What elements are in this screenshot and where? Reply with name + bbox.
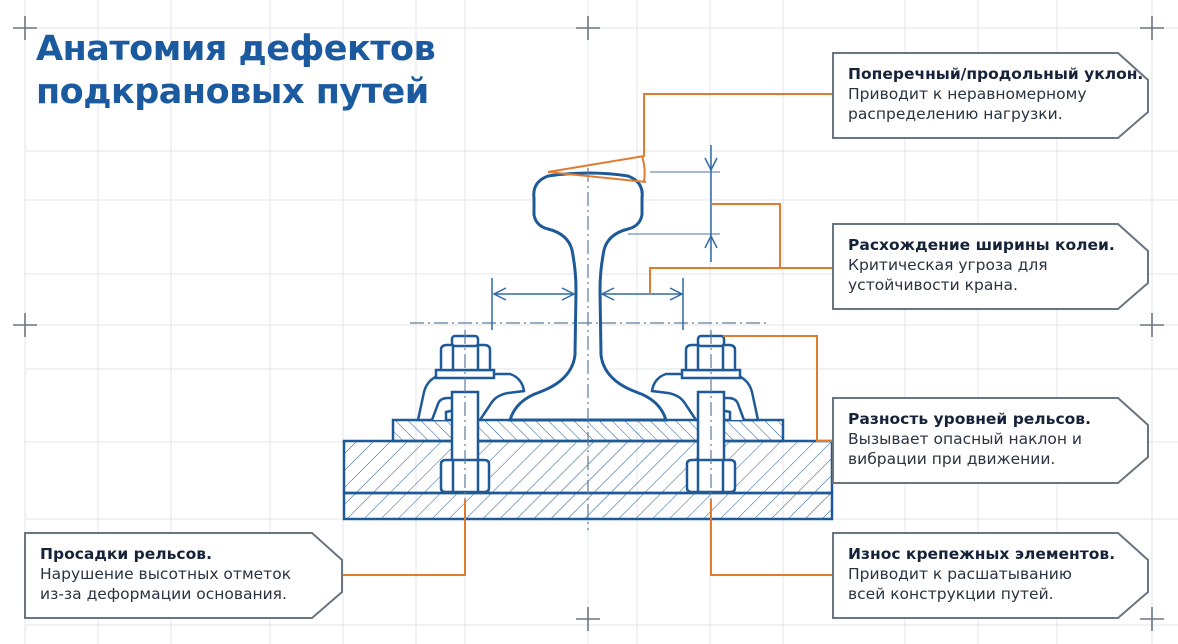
registration-marks [13, 16, 1164, 631]
title-line-2: подкрановых путей [36, 72, 429, 112]
callout-frame [832, 52, 1149, 139]
leader-subsidence [342, 500, 466, 576]
callout-subsidence: Просадки рельсов. Нарушение высотных отм… [24, 532, 344, 620]
callout-text: из-за деформации основания. [40, 585, 287, 603]
callout-frame [832, 397, 1149, 484]
title-line-1: Анатомия дефектов [36, 29, 436, 69]
page-title: Анатомия дефектов подкрановых путей [36, 28, 436, 114]
callout-level: Разность уровней рельсов. Вызывает опасн… [832, 397, 1150, 485]
callout-heading: Разность уровней рельсов. [848, 410, 1091, 428]
dimension-lines [491, 145, 720, 330]
callout-text: Критическая угроза для [848, 256, 1048, 274]
callout-frame [832, 532, 1149, 619]
leader-lines [342, 93, 832, 576]
leader-gauge-top [711, 203, 832, 269]
callout-text: устойчивости крана. [848, 276, 1018, 294]
callout-text: Нарушение высотных отметок [40, 565, 292, 583]
callout-frame [832, 223, 1149, 310]
callout-heading: Износ крепежных элементов. [848, 545, 1116, 563]
right-bolt-assembly [650, 334, 760, 494]
callout-gauge: Расхождение ширины колеи. Критическая уг… [832, 223, 1150, 311]
callout-text: Приводит к расшатыванию [848, 565, 1072, 583]
leader-slope [547, 93, 832, 173]
callout-text: распределению нагрузки. [848, 105, 1063, 123]
callout-heading: Расхождение ширины колеи. [848, 236, 1115, 254]
foundation [342, 418, 834, 521]
callout-text: всей конструкции путей. [848, 585, 1054, 603]
callout-text: Приводит к неравномерному [848, 85, 1087, 103]
callout-heading: Поперечный/продольный уклон. [848, 65, 1144, 83]
leader-level [723, 335, 832, 442]
callout-text: вибрации при движении. [848, 450, 1056, 468]
centerlines [410, 168, 768, 530]
callout-heading: Просадки рельсов. [40, 545, 212, 563]
callout-frame [24, 532, 343, 619]
leader-fasteners [710, 500, 832, 576]
callout-slope: Поперечный/продольный уклон. Приводит к … [832, 52, 1150, 140]
callout-fasteners: Износ крепежных элементов. Приводит к ра… [832, 532, 1150, 620]
leader-gauge-bottom [649, 267, 780, 294]
callout-text: Вызывает опасный наклон и [848, 430, 1083, 448]
